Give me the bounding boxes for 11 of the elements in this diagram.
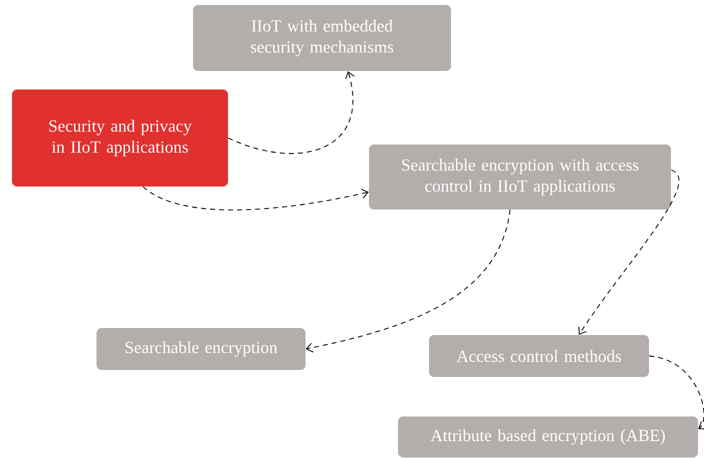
process-box: Attribute based encryption (ABE) [398,416,698,458]
process-box: Searchable encryption [96,328,306,370]
topic-box: Security and privacy in IIoT applications [12,90,228,186]
process-box: Access control methods [429,335,649,377]
process-box: Searchable encryption with access control in IIoT applications [369,144,671,210]
dashed-arrow [306,209,510,353]
process-box: IIoT with embedded security mechanisms [193,5,451,71]
dashed-arrow [648,356,704,430]
dashed-arrow [228,71,355,154]
dashed-arrow [578,170,680,335]
dashed-arrow [142,186,369,210]
